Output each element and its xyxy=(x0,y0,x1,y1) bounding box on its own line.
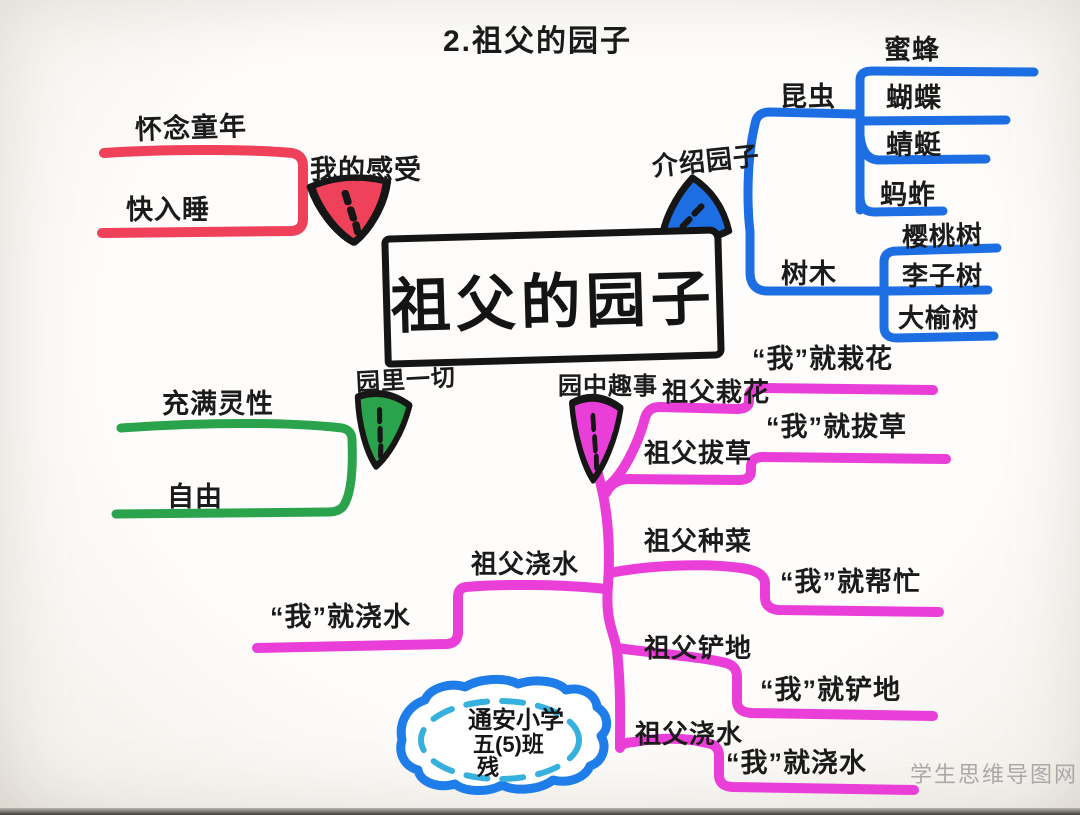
node-grandpa-plants-flowers: 祖父栽花 xyxy=(662,377,771,407)
fun-branch-lines xyxy=(252,383,951,795)
node-grandpa-pulls-weeds: 祖父拔草 xyxy=(644,438,753,468)
node-butterfly: 蝴蝶 xyxy=(886,83,942,113)
central-topic-label: 祖父的园子 xyxy=(389,263,717,341)
node-i-hoe-ground: “我”就铲地 xyxy=(760,675,901,705)
watermelon-slice-icon xyxy=(569,397,621,481)
cloud-dashed-border xyxy=(418,698,582,782)
node-grasshopper: 蚂蚱 xyxy=(880,180,936,210)
node-i-water-left: “我”就浇水 xyxy=(270,602,411,632)
node-freedom: 自由 xyxy=(167,482,223,512)
central-topic-box: 祖父的园子 xyxy=(381,226,725,368)
node-plum-tree: 李子树 xyxy=(902,261,984,291)
node-i-water-bottom: “我”就浇水 xyxy=(726,748,867,778)
node-grandpa-waters-left: 祖父浇水 xyxy=(471,549,580,579)
introduce-branch-lines xyxy=(743,66,1039,343)
watermelon-slice-icon xyxy=(351,391,411,469)
node-fall-asleep: 快入睡 xyxy=(126,195,210,225)
feelings-branch-line xyxy=(97,144,308,238)
node-elm-tree: 大榆树 xyxy=(898,303,980,333)
node-garden-fun: 园中趣事 xyxy=(558,373,658,400)
node-grandpa-waters-bottom: 祖父浇水 xyxy=(635,719,744,749)
node-dragonfly: 蜻蜓 xyxy=(886,130,942,160)
node-i-plant-flowers: “我”就栽花 xyxy=(752,344,893,374)
node-insects: 昆虫 xyxy=(780,82,836,112)
node-feelings: 我的感受 xyxy=(310,155,422,185)
node-i-help: “我”就帮忙 xyxy=(780,567,921,597)
node-grandpa-hoes-ground: 祖父铲地 xyxy=(644,633,753,663)
node-full-of-spirit: 充满灵性 xyxy=(162,389,274,419)
node-cherry-tree: 樱桃树 xyxy=(901,219,984,253)
node-bee: 蜜蜂 xyxy=(884,35,940,65)
cloud-class-name: 五(5)班 xyxy=(473,732,544,757)
school-cloud xyxy=(396,675,612,795)
node-grandpa-plants-vegetables: 祖父种菜 xyxy=(644,526,753,556)
node-miss-childhood: 怀念童年 xyxy=(134,111,248,145)
cloud-school-name: 通安小学 xyxy=(468,707,564,734)
everything-branch-line xyxy=(111,418,357,519)
page-title: 2.祖父的园子 xyxy=(443,25,633,58)
node-everything-in-garden: 园里一切 xyxy=(355,364,457,397)
site-watermark: 学生思维导图网 xyxy=(910,762,1079,787)
photo-bottom-edge xyxy=(0,808,1080,815)
node-i-pull-weeds: “我”就拔草 xyxy=(766,412,907,442)
node-trees: 树木 xyxy=(781,259,837,289)
cloud-student-name: 残 xyxy=(477,755,500,780)
